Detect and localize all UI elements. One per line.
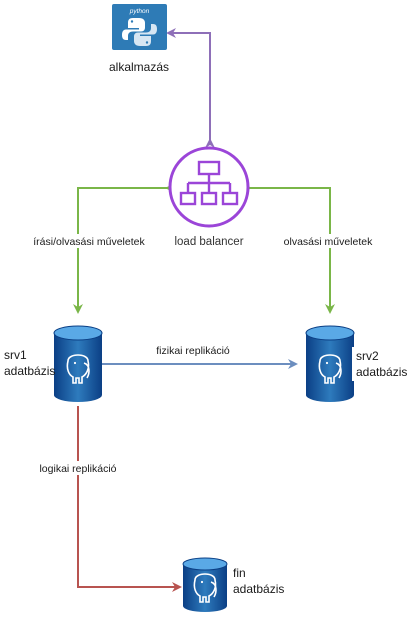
node-app[interactable]: python alkalmazás [104, 4, 174, 74]
node-fin-label-line2: adatbázis [233, 582, 284, 596]
postgresql-database-icon [182, 557, 228, 612]
edge-label-bg [32, 461, 124, 475]
edge-label-read: olvasási műveletek [284, 236, 373, 248]
node-srv2-label-line2: adatbázis [356, 365, 407, 379]
edge-label-physical-replication: fizikai replikáció [156, 345, 230, 357]
node-srv1-label-line1: srv1 [4, 348, 27, 362]
node-lb-label: load balancer [174, 236, 243, 248]
edge-label-read-write: írási/olvasási műveletek [33, 236, 145, 248]
node-app-label: alkalmazás [109, 60, 169, 74]
python-logo-text: python [129, 8, 150, 15]
node-fin-label-line1: fin [233, 566, 246, 580]
edge-label-bg [150, 343, 236, 357]
edge-label-logical-replication: logikai replikáció [39, 463, 116, 475]
edge-srv1-fin [77, 406, 182, 592]
node-fin[interactable]: fin adatbázis [182, 557, 291, 612]
edge-lb-srv2 [242, 183, 335, 314]
load-balancer-icon [168, 146, 250, 228]
node-srv2-label-line1: srv2 [356, 349, 379, 363]
edge-app-lb [166, 28, 215, 148]
postgresql-database-icon [53, 325, 103, 402]
node-srv2[interactable]: srv2 adatbázis [305, 325, 408, 402]
node-srv1[interactable]: srv1 adatbázis [1, 325, 103, 402]
edge-lb-srv1 [73, 183, 175, 314]
node-load-balancer[interactable]: load balancer [168, 146, 250, 248]
node-srv1-label-line2: adatbázis [4, 364, 55, 378]
postgresql-database-icon [305, 325, 355, 402]
edge-label-bg [28, 234, 150, 248]
edge-label-bg [278, 234, 378, 248]
